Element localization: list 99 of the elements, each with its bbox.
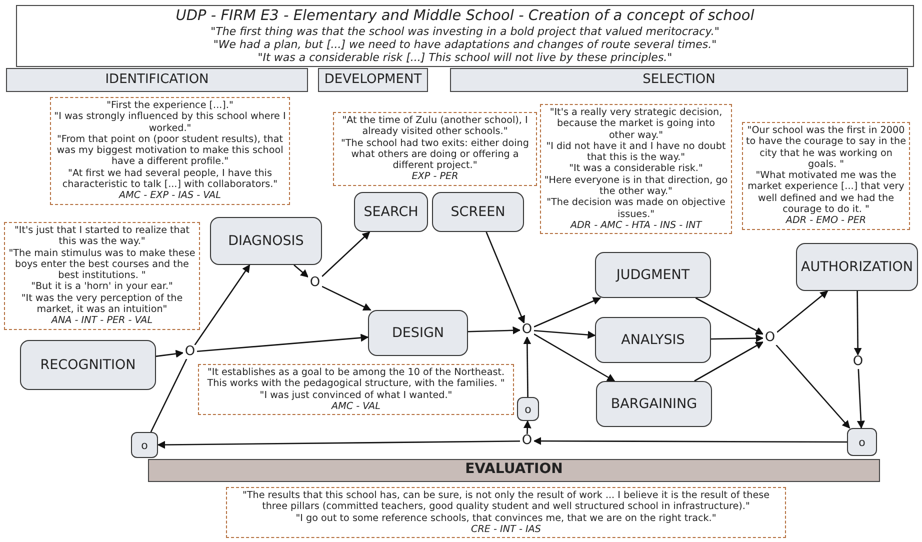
quote-text: "The main stimulus was to make these boys enter the best courses and the best institutions. " [8, 248, 196, 282]
quote-text: "We had a plan, but [...] we need to have adaptations and changes of route several times." [212, 38, 718, 51]
quote-text: "But it is a 'horn' in your ear." [30, 281, 174, 293]
quote-box [198, 364, 514, 416]
process-label: AUTHORIZATION [801, 259, 913, 275]
quote-text: "At first we had several people, I have this characteristic to talk [...] with collaborators." [61, 168, 279, 190]
arrow [196, 334, 369, 352]
arrow [156, 350, 184, 358]
process-label: SCREEN [450, 204, 506, 220]
quote-text: "I did not have it and I have no doubt that this is the way." [545, 140, 727, 164]
code-text: AMC - EXP - IAS - VAL [118, 190, 222, 202]
arrow [776, 344, 850, 429]
band-label: DEVELOPMENT [323, 71, 423, 89]
process-label: o [858, 436, 866, 448]
quote-text: "The results that this school has, can be sure, is not only the result of work ... I believe it is the result of these three pillars (committed teachers, good quality student and well structured school in infrastructure)." [242, 490, 770, 513]
code-text: AMC - VAL [330, 400, 382, 412]
process-label: ANALYSIS [621, 332, 685, 348]
arrow [294, 264, 309, 278]
arrow [694, 341, 764, 382]
process-box [432, 192, 524, 232]
arrow [486, 232, 526, 324]
junction-box [847, 428, 877, 456]
arrow [533, 437, 847, 446]
process-label: DIAGNOSIS [228, 233, 304, 249]
quote-text: "It's a really very strategic decision, because the market is going into other way." [548, 107, 724, 141]
arrow [854, 291, 862, 356]
junction-label: O [308, 276, 322, 290]
process-box [595, 317, 711, 363]
quote-text: "Our school was the first in 2000 to have the courage to say in the city that he was working on goals. " [746, 125, 906, 170]
process-box [796, 243, 918, 291]
band-label: SELECTION [642, 71, 716, 89]
process-label: DESIGN [392, 325, 444, 341]
band-label: EVALUATION [464, 460, 564, 479]
arrow [695, 297, 764, 335]
quote-text: "It was a considerable risk." [568, 163, 704, 175]
code-text: CRE - INT - IAS [470, 524, 542, 536]
quote-text: "The decision was made on objective issues." [546, 197, 726, 220]
process-box [354, 192, 428, 232]
quote-text: "I was strongly influenced by this school where I worked." [54, 111, 286, 134]
quote-box [4, 222, 200, 330]
code-text: EXP - PER [410, 171, 460, 183]
process-label: JUDGMENT [616, 267, 690, 283]
phase-band [318, 68, 428, 92]
quote-box [742, 122, 910, 230]
quote-box [50, 97, 290, 205]
arrow [534, 334, 616, 382]
quote-text: "The school had two exits: either doing what others are doing or offering a different project." [340, 138, 530, 172]
arrow [468, 326, 521, 334]
quote-box [226, 487, 786, 538]
quote-text: "It establishes as a goal to be among the 10 of the Northeast. This works with the pedagogical structure, with the families. " [206, 367, 506, 390]
process-label: o [524, 402, 532, 416]
process-box [210, 217, 322, 265]
quote-text: "It was a considerable risk [...] This school will not live by these principles." [256, 51, 674, 64]
arrow [776, 290, 828, 333]
quote-text: "Here everyone is in that direction, go the other way." [544, 174, 728, 198]
title-text: UDP - FIRM E3 - Elementary and Middle School - Creation of a concept of school [174, 8, 756, 25]
quote-text: "It's just that I started to realize that this was the way." [13, 225, 191, 248]
code-text: ADR - AMC - HTA - INS - INT [569, 220, 704, 232]
code-text: ADR - EMO - PER [784, 215, 868, 227]
arrow [523, 420, 532, 434]
phase-band [450, 68, 908, 92]
junction-box [131, 432, 158, 458]
process-label: o [141, 438, 148, 452]
quote-text: "I was just convinced of what I wanted." [258, 390, 454, 401]
quote-box [540, 104, 732, 234]
quote-text: "First the experience [...]." [106, 100, 234, 112]
process-box [595, 252, 711, 298]
arrow [322, 231, 370, 277]
arrow [856, 368, 865, 429]
junction-label: O [520, 323, 534, 337]
quote-text: "At the time of Zulu (another school), I already visited other schools." [341, 115, 529, 138]
header-box [16, 5, 914, 67]
quote-text: "I go out to some reference schools, that convinces me, that we are on the right track." [294, 512, 718, 524]
quote-text: "From that point on (poor student results), that was my biggest motivation to make this school have a different profile." [56, 134, 284, 168]
arrow [157, 440, 520, 449]
arrow [710, 334, 764, 342]
code-text: ANA - INT - PER - VAL [50, 315, 154, 327]
evaluation-band [148, 459, 880, 482]
process-label: SEARCH [364, 204, 418, 220]
quote-box [333, 112, 537, 186]
arrow [523, 336, 532, 397]
arrow [534, 330, 596, 339]
junction-box [517, 397, 539, 421]
connector-line [150, 358, 188, 432]
quote-text: "The first thing was that the school was investing in a bold project that valued meritocracy." [210, 25, 720, 38]
process-label: BARGAINING [610, 396, 698, 412]
band-label: IDENTIFICATION [104, 71, 210, 89]
phase-band [6, 68, 308, 92]
arrow [534, 297, 602, 328]
junction-label: O [763, 331, 777, 345]
quote-text: "What motivated me was the market experience [...] that very well defined and we had the courage to do it. " [746, 170, 906, 216]
process-box [20, 340, 156, 390]
quote-text: "It was the very perception of the market, it was an intuition" [20, 292, 184, 316]
junction-label: O [183, 345, 197, 359]
process-box [596, 381, 712, 427]
process-box [368, 310, 468, 356]
arrow [322, 286, 372, 311]
arrow [194, 264, 250, 346]
process-label: RECOGNITION [40, 357, 136, 373]
